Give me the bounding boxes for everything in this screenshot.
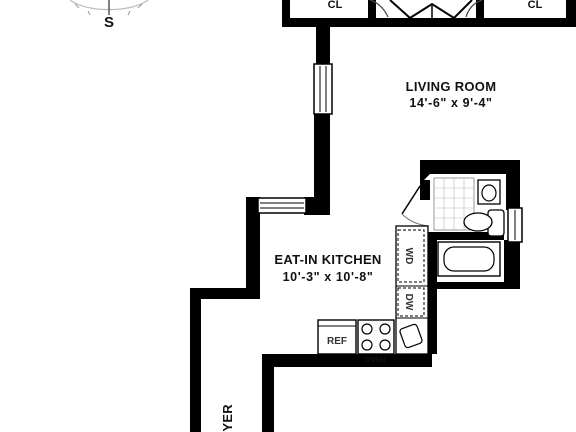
window-living-left bbox=[313, 63, 333, 115]
living-room-dims: 14'-6" x 9'-4" bbox=[409, 96, 492, 110]
foyer-name: FOYER bbox=[220, 404, 235, 432]
refrigerator-label: REF bbox=[327, 336, 347, 347]
toilet-icon bbox=[463, 209, 505, 237]
oven-label: OVEN bbox=[364, 355, 385, 364]
dishwasher bbox=[397, 287, 425, 317]
window-kitchen-top bbox=[257, 197, 307, 214]
dishwasher-label: DW bbox=[403, 294, 414, 311]
compass: S bbox=[69, 0, 149, 31]
kitchen-sink-icon bbox=[399, 323, 423, 349]
bathtub-icon bbox=[437, 241, 501, 277]
refrigerator bbox=[317, 319, 357, 355]
kitchen-name: EAT-IN KITCHEN bbox=[274, 252, 381, 267]
walls bbox=[190, 18, 520, 432]
sink-icon bbox=[477, 179, 501, 205]
compass-south-label: S bbox=[104, 14, 114, 31]
closet-label-left: CL bbox=[328, 0, 343, 11]
closet-label-right: CL bbox=[528, 0, 543, 11]
kitchen-dims: 10'-3" x 10'-8" bbox=[283, 270, 374, 284]
washer-dryer-label: WD bbox=[403, 248, 414, 265]
stove-icon bbox=[357, 319, 395, 355]
washer-dryer bbox=[397, 229, 425, 283]
living-room-name: LIVING ROOM bbox=[406, 79, 497, 94]
closet-band bbox=[282, 0, 576, 27]
window-bath bbox=[507, 207, 523, 243]
